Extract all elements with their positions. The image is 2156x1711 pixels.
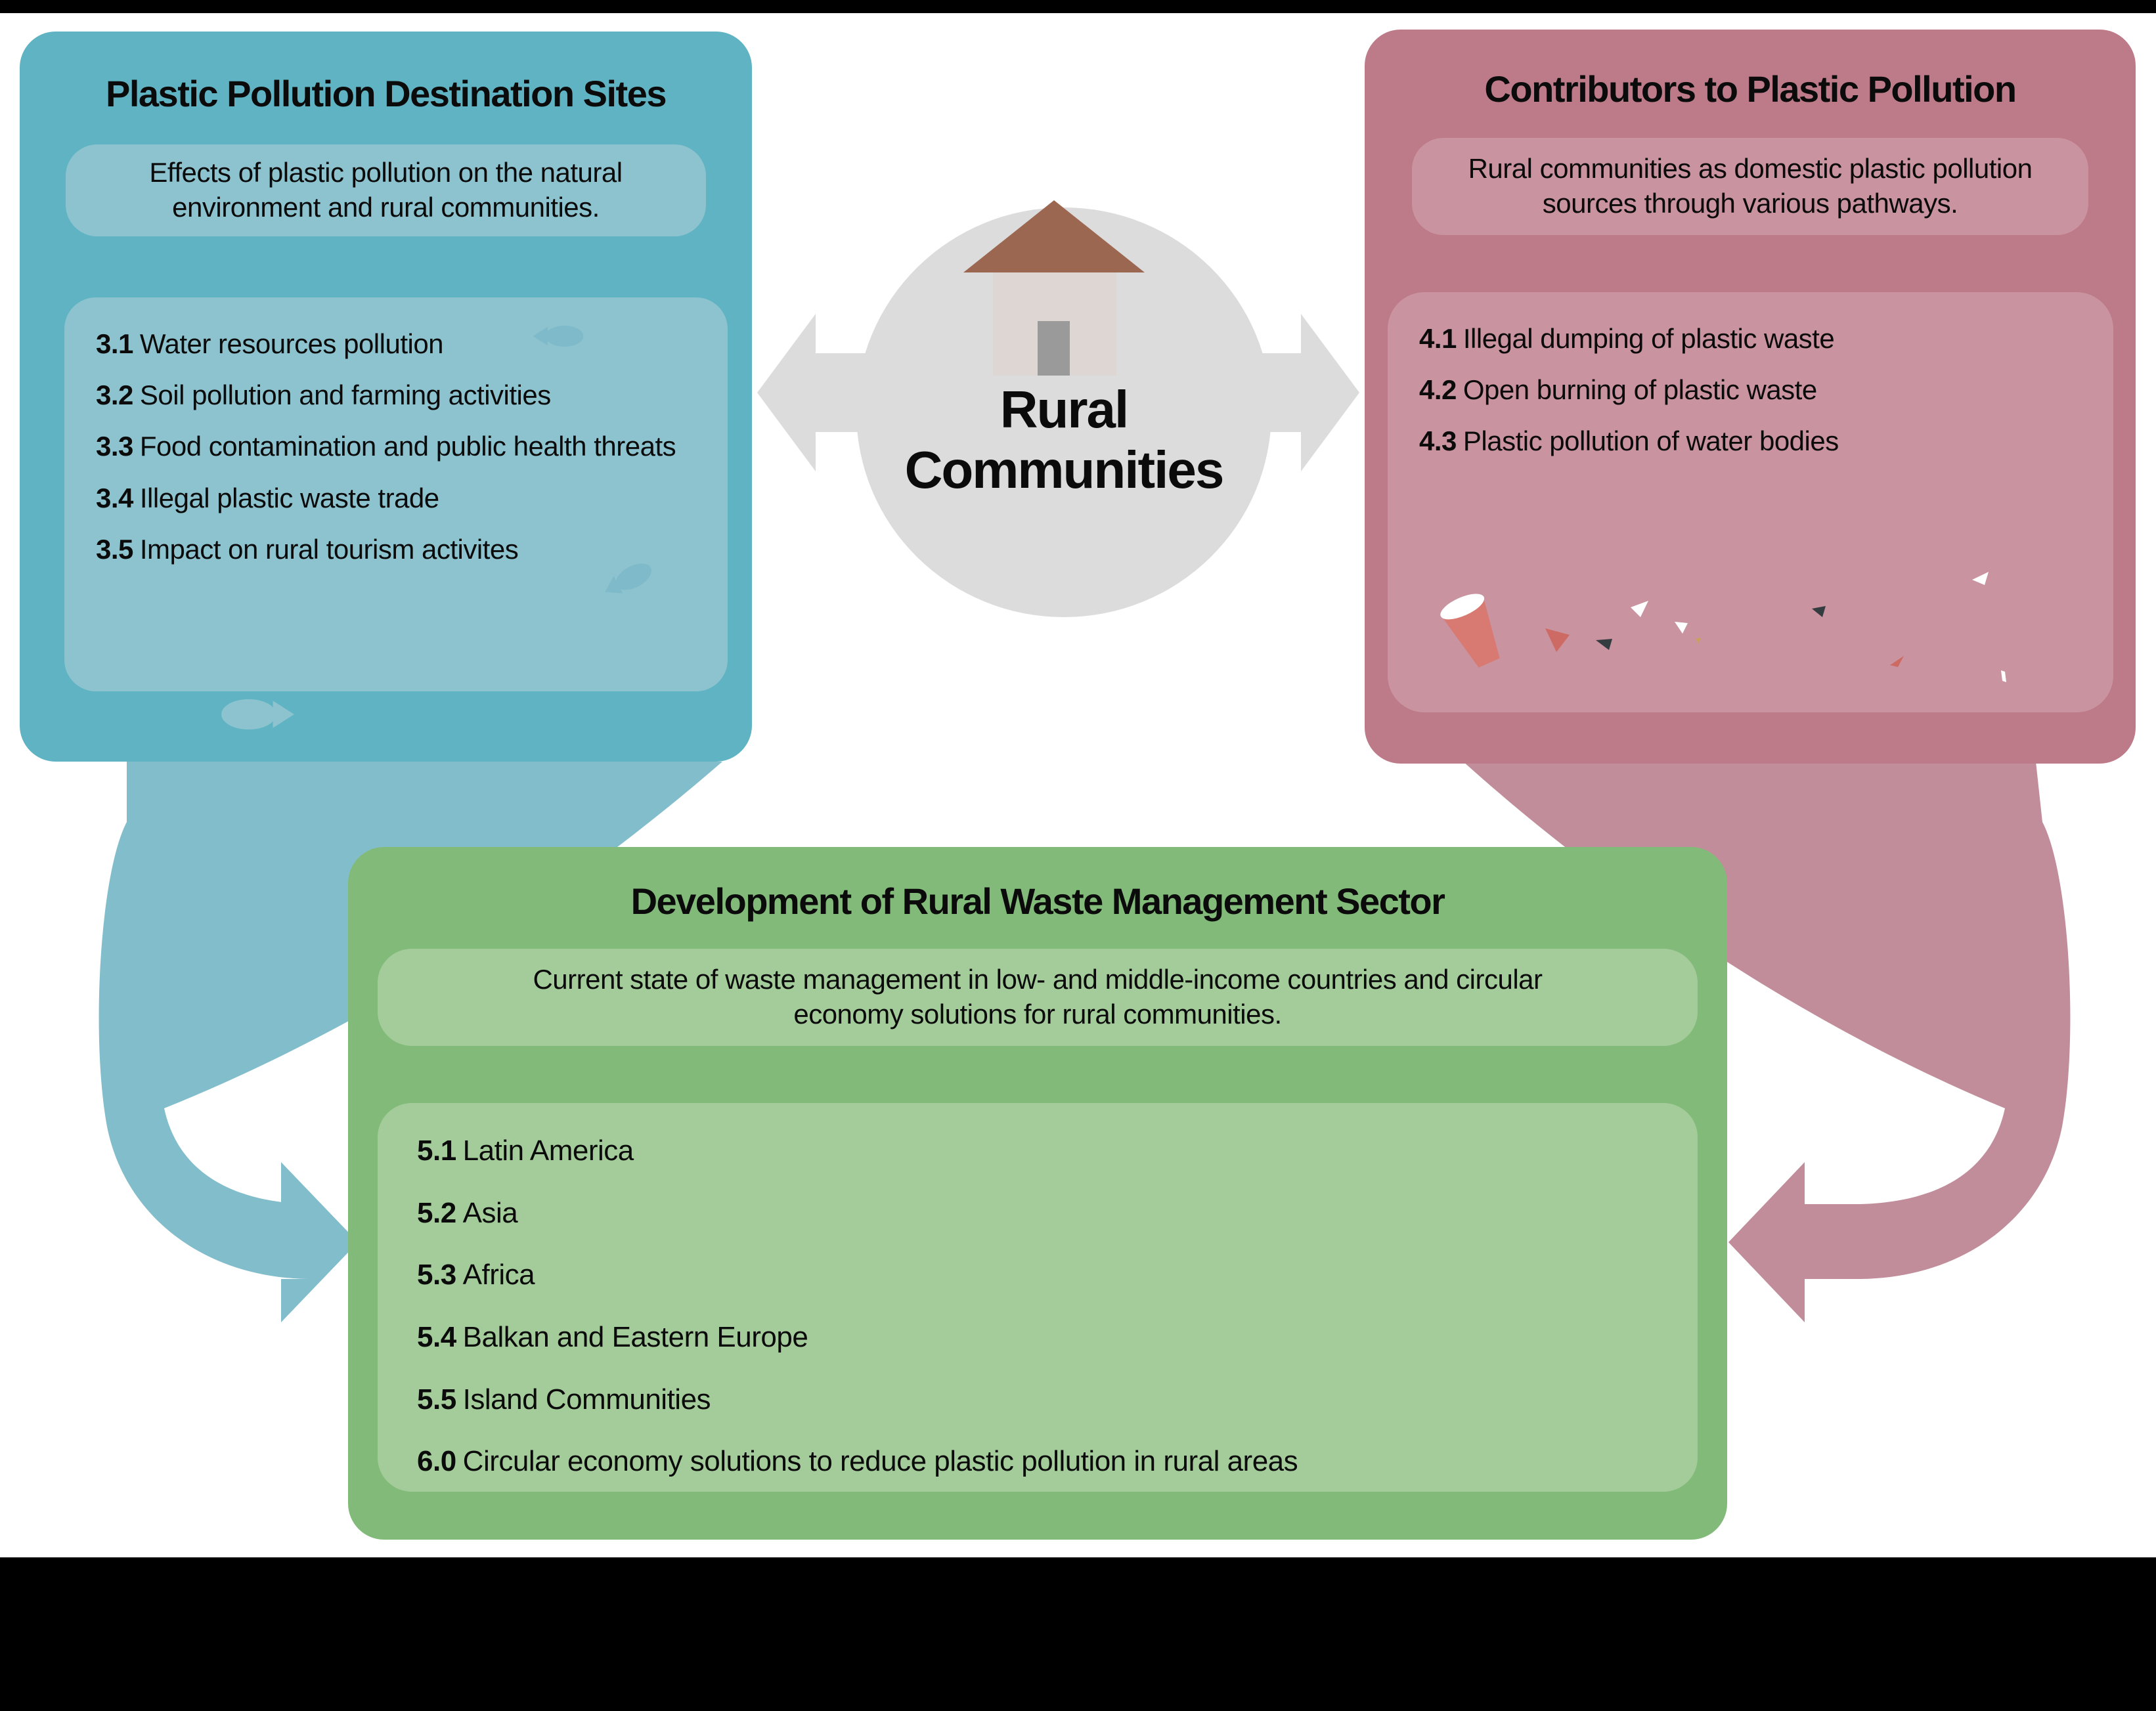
house-icon: [963, 200, 1145, 376]
hub-label: Rural Communities: [867, 379, 1261, 500]
fish-icon: [221, 699, 294, 730]
hub-label-line2: Communities: [904, 441, 1225, 499]
hub-label-line1: Rural: [1000, 380, 1130, 439]
debris-shard-icon: [1545, 628, 1570, 652]
debris-shard-icon: [1675, 622, 1688, 634]
destination-sites-subtitle-panel: Effects of plastic pollution on the natu…: [66, 144, 706, 236]
bottom-black-bar: [0, 1557, 2156, 1711]
debris-shard-icon: [1812, 606, 1826, 617]
curved-arrow-left-icon: [99, 762, 723, 1322]
waste-management-subtitle: Current state of waste management in low…: [533, 964, 1543, 1029]
destination-sites-box: Plastic Pollution Destination Sites Effe…: [20, 32, 752, 762]
debris-shard-icon: [1696, 638, 1701, 643]
debris-shard-icon: [1972, 572, 1989, 585]
fish-icon: [605, 563, 651, 594]
cup-icon: [1440, 594, 1500, 668]
waste-management-title: Development of Rural Waste Management Se…: [630, 880, 1445, 922]
contributors-subtitle-panel: Rural communities as domestic plastic po…: [1412, 138, 2088, 235]
destination-sites-title: Plastic Pollution Destination Sites: [106, 73, 667, 114]
waste-management-subtitle-panel: Current state of waste management in low…: [378, 949, 1698, 1046]
debris-shard-icon: [2001, 670, 2006, 682]
destination-sites-subtitle: Effects of plastic pollution on the natu…: [149, 157, 623, 223]
debris-shard-icon: [1631, 601, 1648, 617]
contributors-subtitle: Rural communities as domestic plastic po…: [1468, 153, 2033, 219]
waste-management-box: Development of Rural Waste Management Se…: [348, 847, 1727, 1540]
top-black-bar: [0, 0, 2156, 13]
fish-icon: [533, 326, 584, 347]
hub-circle: [856, 207, 1271, 617]
plastic-litter-icons: [1440, 572, 2006, 682]
contributors-title: Contributors to Plastic Pollution: [1484, 68, 2017, 110]
contributors-box: Contributors to Plastic Pollution Rural …: [1365, 30, 2136, 764]
curved-arrow-right-icon: [1463, 762, 2071, 1322]
debris-shard-icon: [1890, 656, 1904, 667]
debris-shard-icon: [1596, 639, 1612, 650]
